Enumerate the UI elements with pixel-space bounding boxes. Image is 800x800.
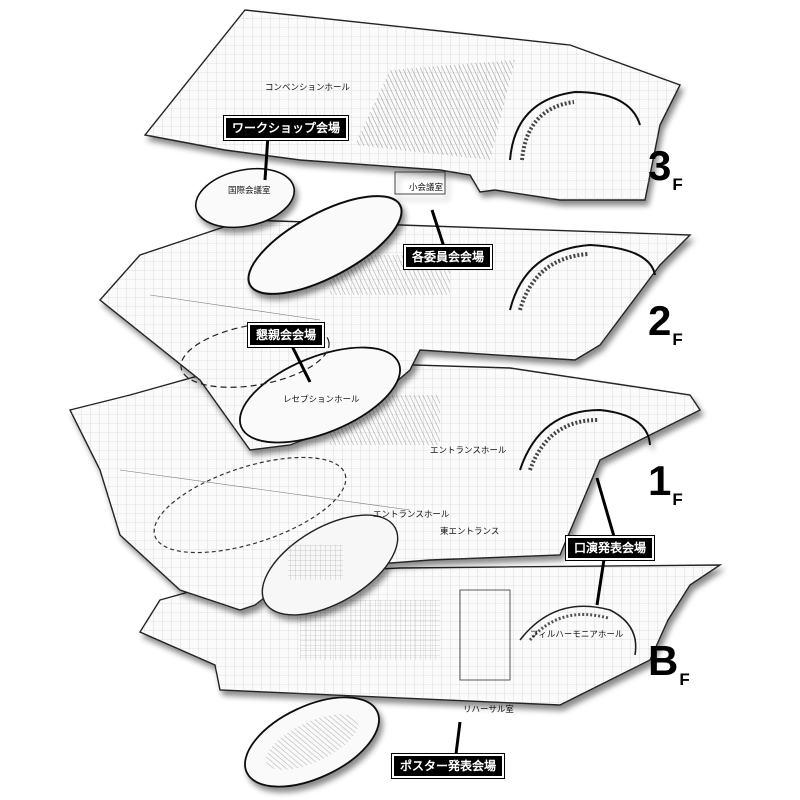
room-reception-hall: レセプションホール [283,395,360,405]
floor-label-1f: 1F [648,457,683,509]
floor-label-3f: 3F [648,142,683,194]
room-small-conference: 小会議室 [409,182,444,193]
floor-number: 3 [648,142,672,189]
floor-label-2f: 2F [648,297,683,349]
room-philharmonia-hall: フィルハーモニアホール [530,630,624,640]
floor-plan-3f [143,9,681,295]
room-east-entrance: 東エントランス [440,526,499,537]
callout-poster-venue: ポスター発表会場 [392,754,505,779]
floor-suffix: F [672,175,683,194]
floor-suffix: F [679,670,690,689]
callout-reception-venue: 懇親会会場 [248,323,325,348]
floor-number: 1 [648,457,672,504]
room-convention-hall: コンベンションホール [265,83,351,93]
room-rehearsal: リハーサル室 [463,704,514,715]
callout-oral-venue: 口演発表会場 [566,536,655,561]
floor-plan-1f [68,359,702,616]
floor-number: 2 [648,297,672,344]
room-entrance-hall-1: エントランスホール [430,446,507,456]
room-entrance-hall-2: エントランスホール [373,510,450,520]
floor-label-bf: BF [648,637,690,689]
floor-suffix: F [672,490,683,509]
floor-suffix: F [672,330,683,349]
callout-committee-venue: 各委員会会場 [404,245,493,270]
floor-number: B [648,637,679,684]
callout-workshop-venue: ワークショップ会場 [224,116,349,141]
room-intl-conference: 国際会議室 [228,185,271,196]
